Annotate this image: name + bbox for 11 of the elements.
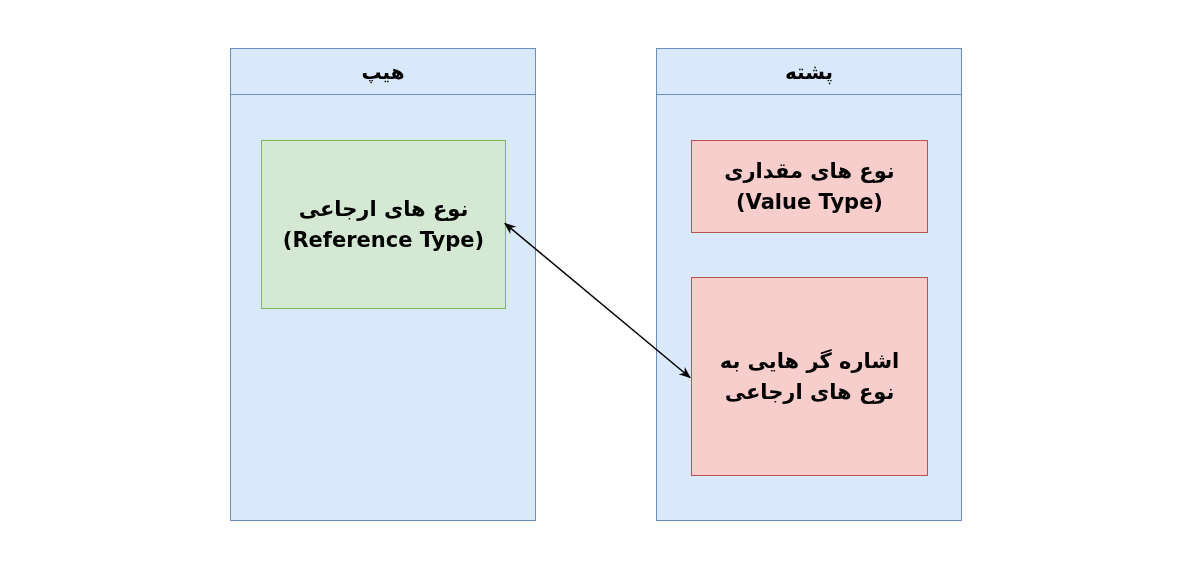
box-label: نوع های مقداری (Value Type): [723, 158, 896, 216]
memory-panel: [230, 48, 536, 521]
box-label: نوع های ارجاعی (Reference Type): [281, 196, 486, 254]
box-label: اشاره گر هایی به نوع های ارجاعی: [718, 348, 901, 406]
arrow: [504, 222, 691, 379]
panel-header: هیپ: [231, 49, 535, 95]
stack-item-box: [691, 140, 928, 233]
reference-type-box: [261, 140, 506, 309]
stack-item-box: [691, 277, 928, 476]
panel-header: پشته: [657, 49, 961, 95]
memory-panel: [656, 48, 962, 521]
